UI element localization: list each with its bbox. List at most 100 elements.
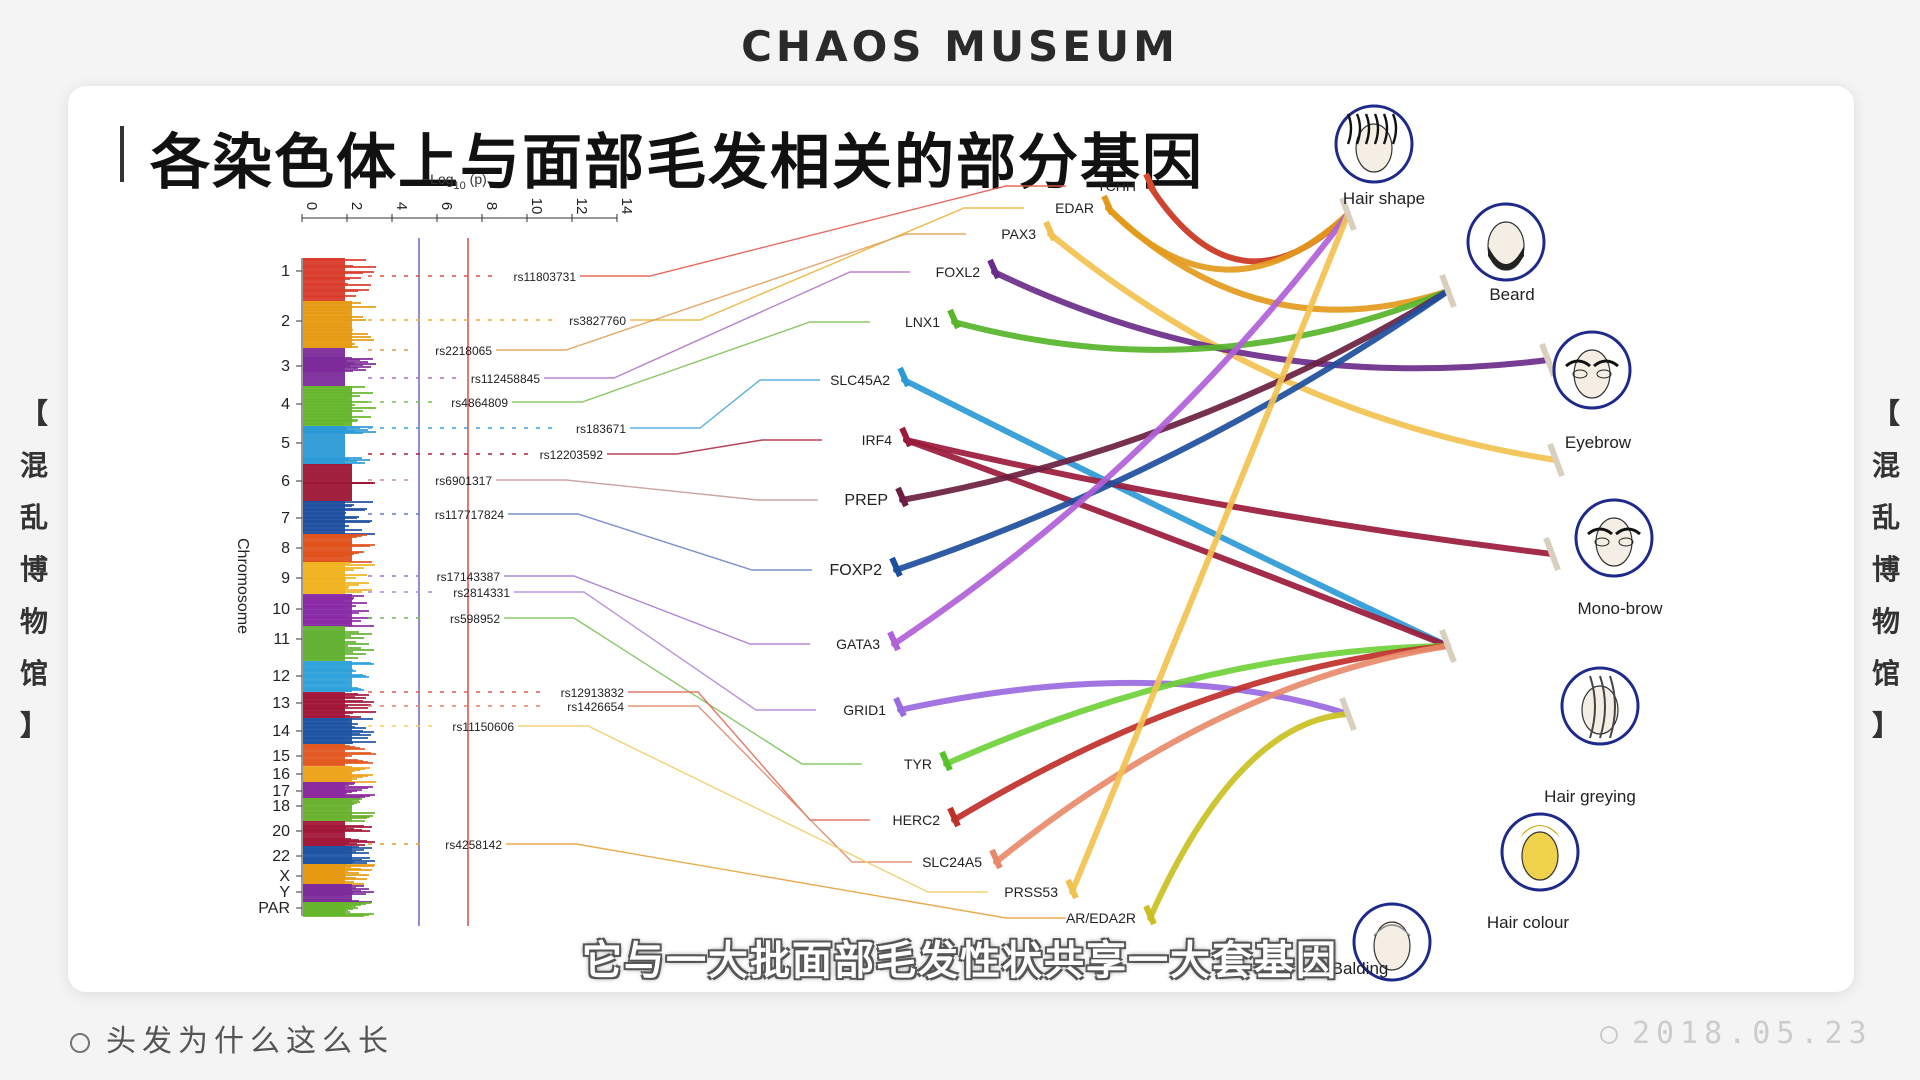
snp-dot xyxy=(464,319,468,321)
chromosome-scatter xyxy=(303,413,350,415)
chromosome-scatter xyxy=(303,302,361,304)
chromosome-scatter xyxy=(303,582,369,584)
chromosome-scatter xyxy=(303,653,366,655)
snp-dot xyxy=(416,513,420,515)
gene-label: SLC24A5 xyxy=(922,854,982,870)
chromosome-scatter xyxy=(303,392,373,394)
snp-dot xyxy=(380,725,384,727)
video-subtitle: 它与一大批面部毛发性状共享一大套基因 xyxy=(582,938,1338,984)
chromosome-scatter xyxy=(303,868,361,870)
chromosome-label: 4 xyxy=(281,396,290,413)
trait-cap xyxy=(1439,273,1457,309)
snp-dot xyxy=(476,275,480,277)
snp-label: rs17143387 xyxy=(437,570,501,584)
snp-dot xyxy=(380,617,384,619)
snp-label: rs183671 xyxy=(576,422,626,436)
gene-trait-arc xyxy=(1147,711,1351,921)
chromosome-scatter xyxy=(303,894,345,896)
chromosome-scatter xyxy=(303,668,350,670)
gene-cap xyxy=(887,630,901,652)
gene-label: PAX3 xyxy=(1001,226,1036,242)
title-accent-bar xyxy=(120,126,124,182)
x-tick-label: 0 xyxy=(303,202,320,210)
icon-eye xyxy=(1618,537,1634,547)
chromosome-label: 17 xyxy=(272,783,290,800)
icon-brow xyxy=(1565,359,1619,368)
snp-dot xyxy=(428,725,432,727)
gene-cap xyxy=(1143,904,1157,926)
snp-dot xyxy=(368,275,372,277)
snp-dot xyxy=(380,427,384,429)
chromosome-scatter xyxy=(303,748,365,750)
icon-eye xyxy=(1572,369,1588,379)
chromosome-scatter xyxy=(303,722,347,724)
chromosome-scatter xyxy=(303,290,358,292)
side-char: 馆 xyxy=(1871,657,1900,690)
gene-label: PRSS53 xyxy=(1004,884,1058,900)
snp-dot xyxy=(368,513,372,515)
chromosome-scatter xyxy=(303,336,371,338)
chromosome-scatter xyxy=(303,410,363,412)
chromosome-scatter xyxy=(303,404,355,406)
chromosome-label: 20 xyxy=(272,823,290,840)
snp-dot xyxy=(464,453,468,455)
snp-dot xyxy=(404,401,408,403)
chromosome-scatter xyxy=(303,767,370,769)
eyebrow-icon xyxy=(1552,330,1632,410)
snp-label: rs2218065 xyxy=(435,344,492,358)
icon-face xyxy=(1581,685,1619,735)
icon-hair xyxy=(1373,113,1380,145)
chromosome-scatter xyxy=(303,726,355,728)
chromosome-scatter xyxy=(303,272,363,274)
mono-brow-icon xyxy=(1574,498,1654,578)
gene-cap xyxy=(987,258,1001,280)
snp-gene-connectors: rs11803731rs3827760rs2218065rs112458845r… xyxy=(368,185,1066,919)
side-char: 博 xyxy=(19,553,48,586)
snp-dot xyxy=(536,705,540,707)
chromosome-scatter xyxy=(303,329,353,331)
chromosome-scatter xyxy=(303,778,357,780)
gene-trait-arc xyxy=(991,269,1551,372)
icon-beard xyxy=(1488,246,1524,270)
icon-face xyxy=(1595,517,1633,567)
snp-dot xyxy=(452,691,456,693)
snp-label: rs12913832 xyxy=(561,686,625,700)
chromosome-scatter xyxy=(303,825,364,827)
snp-dot xyxy=(404,617,408,619)
snp-label: rs11803731 xyxy=(514,270,577,284)
chromosome-scatter xyxy=(303,647,361,649)
gene-label: SLC45A2 xyxy=(830,372,890,388)
x-tick-label: 8 xyxy=(483,202,500,210)
gene-label: AR/EDA2R xyxy=(1066,910,1136,926)
chromosome-scatter xyxy=(303,501,373,503)
snp-dot xyxy=(380,691,384,693)
chromosome-scatter xyxy=(303,326,350,328)
snp-dot xyxy=(416,275,420,277)
icon-face xyxy=(1373,921,1411,971)
trait-label: Mono-brow xyxy=(1577,599,1663,618)
snp-dot xyxy=(500,705,504,707)
gene-cap xyxy=(899,426,913,448)
hair-shape-icon xyxy=(1334,104,1414,184)
snp-dot xyxy=(500,453,504,455)
gene-cap xyxy=(895,486,909,508)
chromosome-scatter xyxy=(303,309,345,311)
snp-gene-connector xyxy=(518,725,988,893)
snp-dot xyxy=(524,427,528,429)
snp-label: rs1426654 xyxy=(567,700,624,714)
snp-dot xyxy=(404,479,408,481)
snp-dot xyxy=(488,427,492,429)
side-char: 】 xyxy=(1871,709,1900,742)
chromosome-scatter xyxy=(303,622,351,624)
chromosome-scatter xyxy=(303,911,350,913)
snp-dot xyxy=(380,319,384,321)
snp-dot xyxy=(464,427,468,429)
chromosome-scatter xyxy=(303,607,346,609)
side-char: 物 xyxy=(1871,605,1900,638)
x-tick-label: 14 xyxy=(618,198,635,215)
chromosome-scatter xyxy=(303,529,362,531)
chromosome-scatter xyxy=(303,707,368,709)
chromosome-scatter xyxy=(303,551,364,553)
gene-trait-arc xyxy=(1069,211,1351,895)
gene-label: IRF4 xyxy=(862,432,893,448)
